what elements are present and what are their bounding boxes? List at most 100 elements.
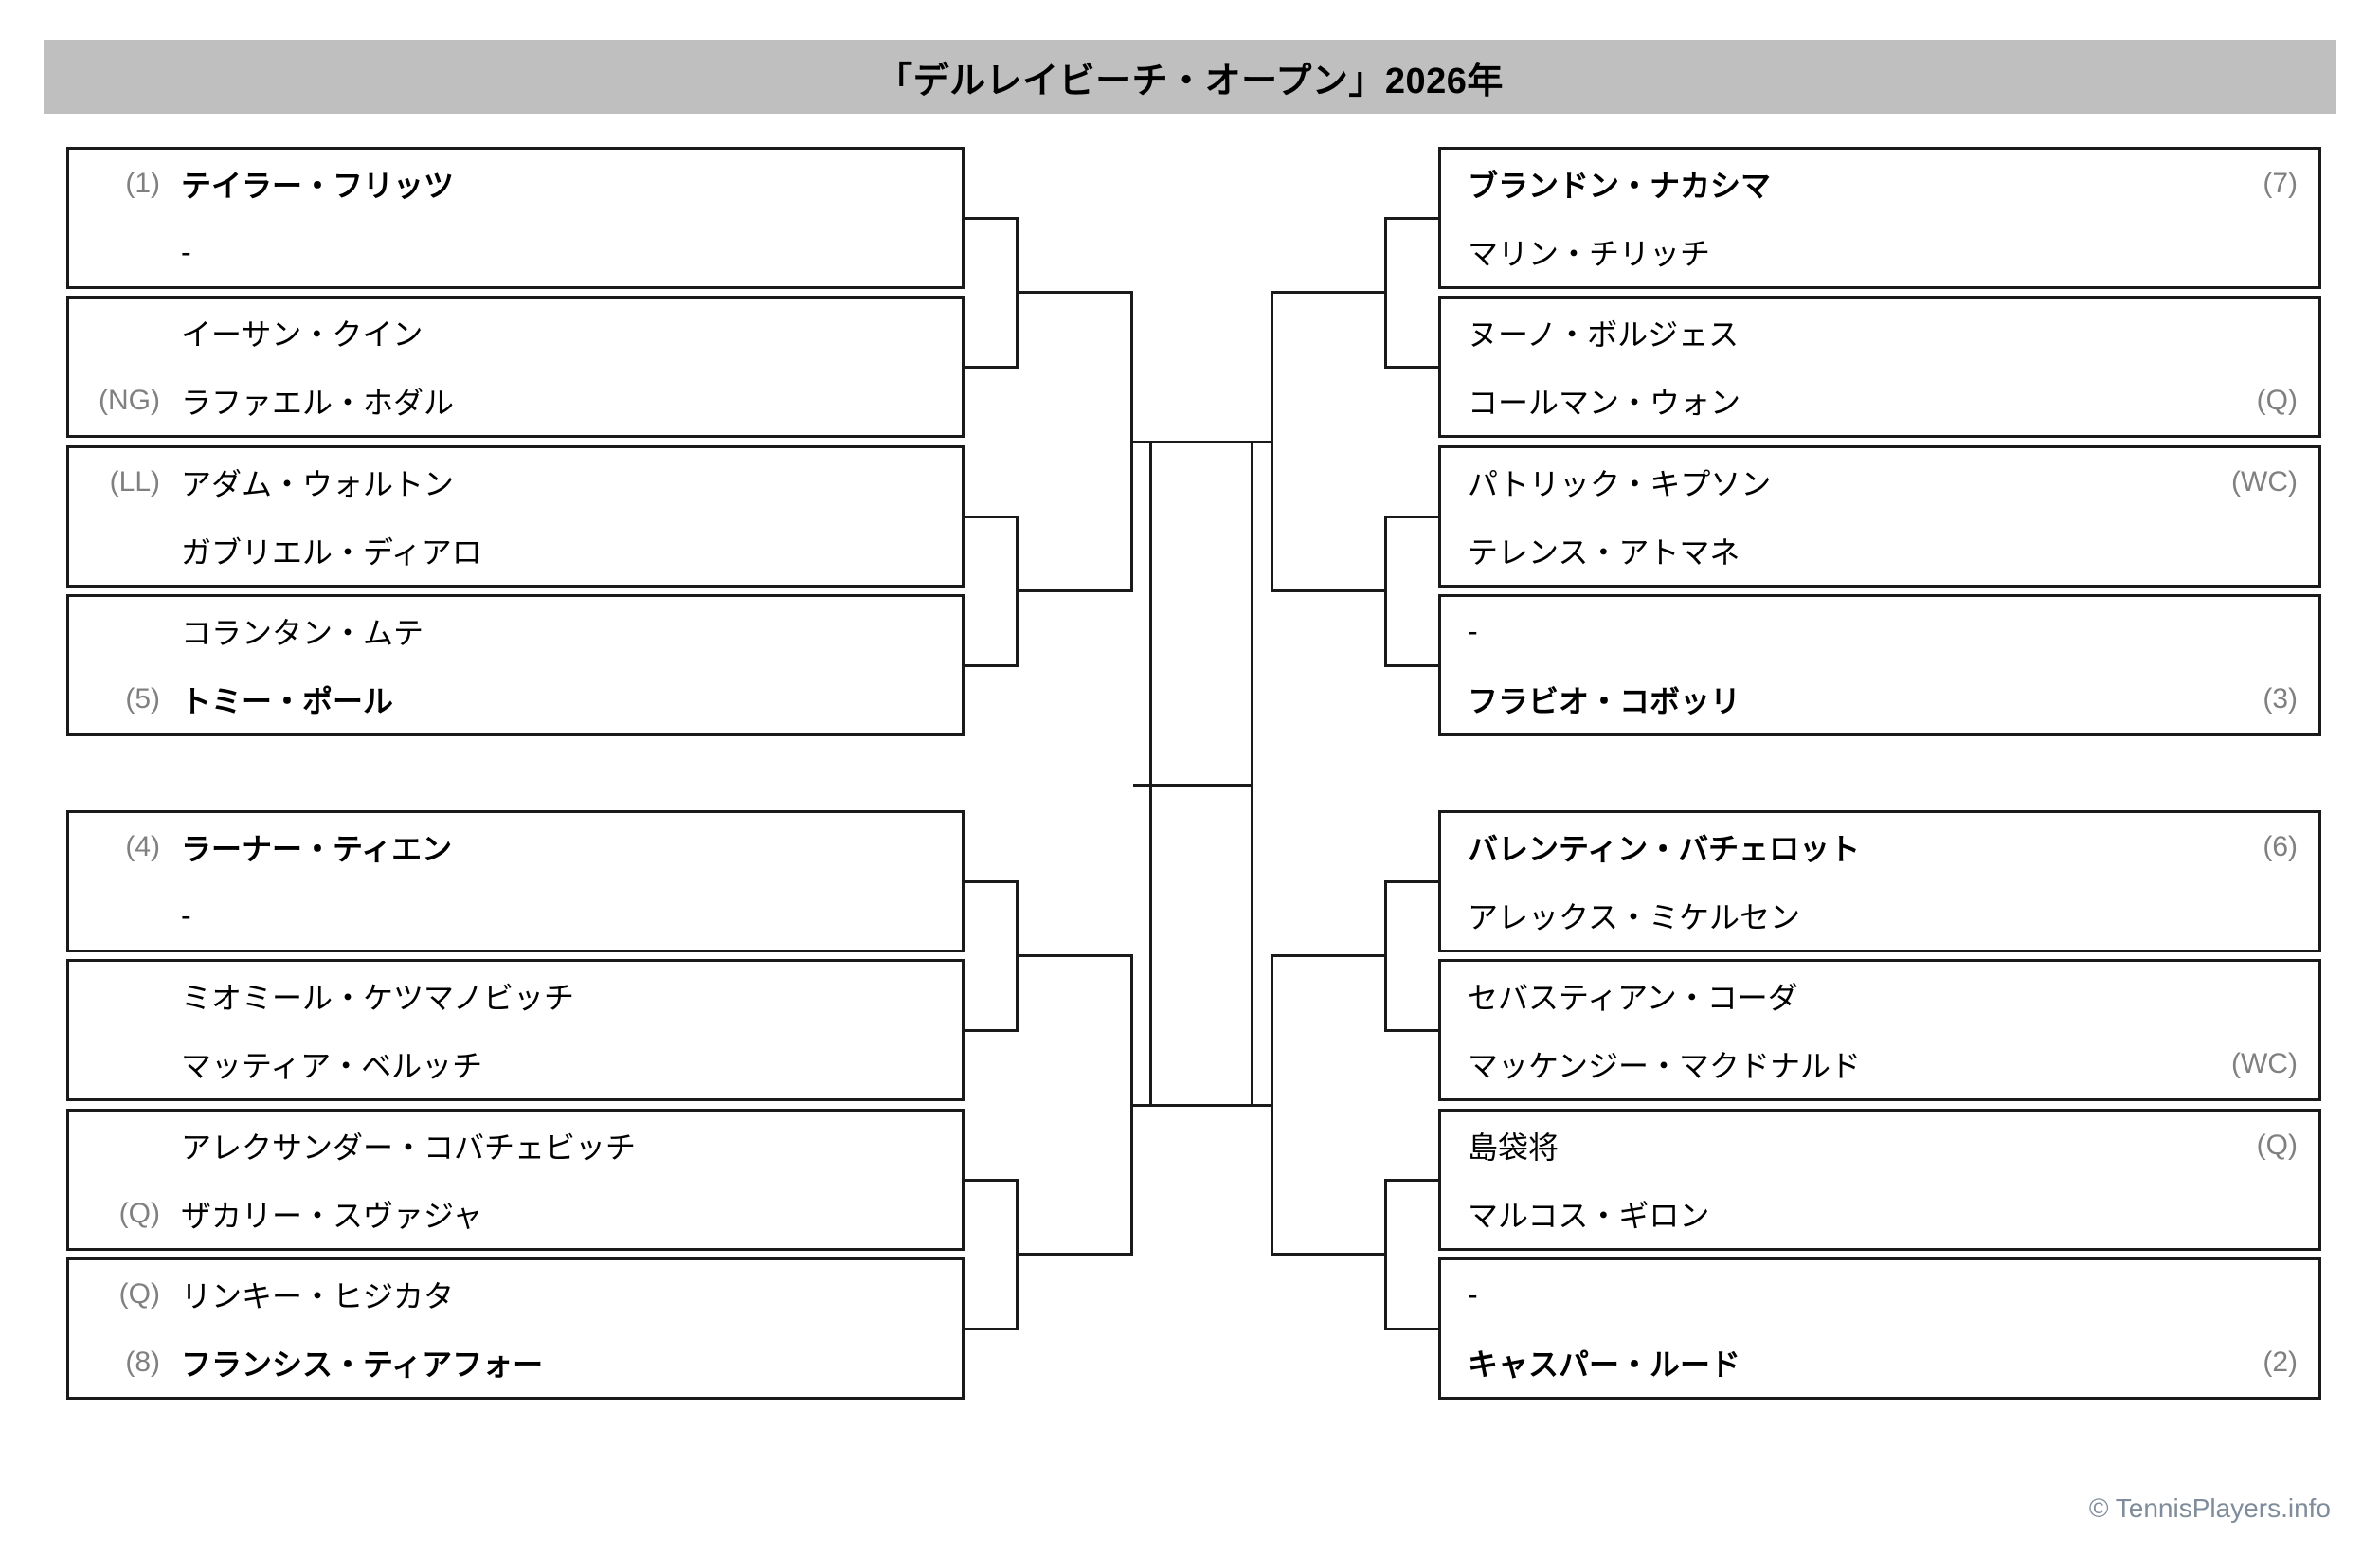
player-row[interactable]: (NG) ラファエル・ホダル [69, 367, 962, 435]
seed-label: (Q) [2256, 1130, 2298, 1161]
match-box-right-3[interactable]: パトリック・キプソン (WC) テレンス・アトマネ [1438, 445, 2321, 588]
connector-line-final [1133, 784, 1253, 787]
match-box-left-6[interactable]: ミオミール・ケツマノビッチ マッティア・ベルッチ [66, 959, 965, 1101]
seed-label: (2) [2263, 1347, 2298, 1378]
connector-line [1384, 1328, 1438, 1330]
match-box-left-1[interactable]: (1) テイラー・フリッツ - [66, 147, 965, 289]
player-name: アレクサンダー・コバチェビッチ [181, 1131, 637, 1165]
player-name: セバスティアン・コーダ [1468, 981, 1798, 1015]
match-box-left-4[interactable]: コランタン・ムテ (5) トミー・ポール [66, 594, 965, 736]
match-box-left-8[interactable]: (Q) リンキー・ヒジカタ (8) フランシス・ティアフォー [66, 1257, 965, 1400]
player-name: ミオミール・ケツマノビッチ [181, 981, 575, 1015]
player-row[interactable]: ブランドン・ナカシマ (7) [1441, 150, 2318, 218]
player-row[interactable]: マッケンジー・マクドナルド (WC) [1441, 1030, 2318, 1098]
player-row[interactable]: (1) テイラー・フリッツ [69, 150, 962, 218]
seed-label: (1) [125, 168, 160, 199]
connector-line [1016, 954, 1132, 957]
player-name: ラファエル・ホダル [181, 386, 455, 420]
connector-line [1384, 217, 1438, 220]
match-box-left-2[interactable]: イーサン・クイン (NG) ラファエル・ホダル [66, 296, 965, 438]
match-box-right-5[interactable]: バレンティン・バチェロット (6) アレックス・ミケルセン [1438, 810, 2321, 952]
seed-label: (NG) [99, 385, 160, 416]
player-row[interactable]: - [69, 218, 962, 286]
player-row[interactable]: イーサン・クイン [69, 299, 962, 367]
player-row[interactable]: アレクサンダー・コバチェビッチ [69, 1112, 962, 1180]
match-box-right-6[interactable]: セバスティアン・コーダ マッケンジー・マクドナルド (WC) [1438, 959, 2321, 1101]
player-row[interactable]: フラビオ・コボッリ (3) [1441, 665, 2318, 733]
player-row[interactable]: コランタン・ムテ [69, 597, 962, 665]
player-row[interactable]: (4) ラーナー・ティエン [69, 813, 962, 881]
player-row[interactable]: マルコス・ギロン [1441, 1180, 2318, 1248]
connector-line [1149, 441, 1272, 443]
player-name: - [181, 897, 191, 932]
player-row[interactable]: ヌーノ・ボルジェス [1441, 299, 2318, 367]
player-row[interactable]: (Q) リンキー・ヒジカタ [69, 1260, 962, 1329]
seed-label: (7) [2263, 168, 2298, 199]
player-name: フラビオ・コボッリ [1468, 684, 1741, 718]
player-row[interactable]: - [69, 881, 962, 950]
player-name: - [1468, 613, 1478, 648]
connector-line [1016, 589, 1132, 592]
player-row[interactable]: コールマン・ウォン (Q) [1441, 367, 2318, 435]
player-row[interactable]: アレックス・ミケルセン [1441, 881, 2318, 950]
player-name: マッケンジー・マクドナルド [1468, 1049, 1862, 1083]
connector-line [1271, 1253, 1387, 1256]
match-box-left-5[interactable]: (4) ラーナー・ティエン - [66, 810, 965, 952]
match-box-right-4[interactable]: - フラビオ・コボッリ (3) [1438, 594, 2321, 736]
player-row[interactable]: (8) フランシス・ティアフォー [69, 1329, 962, 1397]
page-title: 「デルレイビーチ・オープン」2026年 [876, 61, 1504, 101]
footer-copyright: © TennisPlayers.info [2088, 1493, 2331, 1523]
player-row[interactable]: キャスパー・ルード (2) [1441, 1329, 2318, 1397]
connector-line [1271, 291, 1387, 294]
player-name: トミー・ポール [181, 684, 394, 718]
player-name: アレックス・ミケルセン [1468, 900, 1801, 934]
player-name: - [181, 234, 191, 269]
player-name: キャスパー・ルード [1468, 1348, 1741, 1382]
connector-line [965, 1029, 1019, 1032]
connector-line [1384, 880, 1438, 883]
player-row[interactable]: テレンス・アトマネ [1441, 516, 2318, 585]
match-box-right-7[interactable]: 島袋将 (Q) マルコス・ギロン [1438, 1109, 2321, 1251]
connector-line [1149, 1104, 1272, 1107]
connector-line [965, 664, 1019, 667]
player-row[interactable]: マッティア・ベルッチ [69, 1030, 962, 1098]
player-name: コランタン・ムテ [181, 616, 424, 650]
tournament-title-bar: 「デルレイビーチ・オープン」2026年 [44, 40, 2336, 114]
player-row[interactable]: ミオミール・ケツマノビッチ [69, 962, 962, 1030]
connector-line [1384, 366, 1438, 369]
seed-label: (6) [2263, 831, 2298, 862]
player-row[interactable]: セバスティアン・コーダ [1441, 962, 2318, 1030]
player-name: ラーナー・ティエン [181, 832, 453, 866]
match-box-left-7[interactable]: アレクサンダー・コバチェビッチ (Q) ザカリー・スヴァジャ [66, 1109, 965, 1251]
connector-line [965, 366, 1019, 369]
connector-line [965, 1328, 1019, 1330]
player-row[interactable]: パトリック・キプソン (WC) [1441, 448, 2318, 516]
match-box-right-8[interactable]: - キャスパー・ルード (2) [1438, 1257, 2321, 1400]
player-row[interactable]: (LL) アダム・ウォルトン [69, 448, 962, 516]
connector-line [965, 516, 1019, 518]
player-name: マルコス・ギロン [1468, 1199, 1710, 1233]
player-row[interactable]: ガブリエル・ディアロ [69, 516, 962, 585]
seed-label: (Q) [118, 1278, 160, 1310]
player-name: テレンス・アトマネ [1468, 535, 1740, 570]
seed-label: (Q) [118, 1198, 160, 1229]
match-box-right-1[interactable]: ブランドン・ナカシマ (7) マリン・チリッチ [1438, 147, 2321, 289]
player-name: イーサン・クイン [181, 317, 424, 352]
connector-line [1384, 664, 1438, 667]
match-box-right-2[interactable]: ヌーノ・ボルジェス コールマン・ウォン (Q) [1438, 296, 2321, 438]
player-name: - [1468, 1276, 1478, 1312]
player-row[interactable]: - [1441, 597, 2318, 665]
connector-line [1271, 589, 1387, 592]
connector-line [1384, 516, 1438, 518]
player-row[interactable]: マリン・チリッチ [1441, 218, 2318, 286]
player-row[interactable]: (5) トミー・ポール [69, 665, 962, 733]
connector-line [965, 880, 1019, 883]
player-row[interactable]: 島袋将 (Q) [1441, 1112, 2318, 1180]
connector-line [1016, 1253, 1132, 1256]
player-row[interactable]: - [1441, 1260, 2318, 1329]
player-row[interactable]: バレンティン・バチェロット (6) [1441, 813, 2318, 881]
match-box-left-3[interactable]: (LL) アダム・ウォルトン ガブリエル・ディアロ [66, 445, 965, 588]
player-name: バレンティン・バチェロット [1468, 832, 1861, 866]
connector-line [965, 217, 1019, 220]
player-row[interactable]: (Q) ザカリー・スヴァジャ [69, 1180, 962, 1248]
